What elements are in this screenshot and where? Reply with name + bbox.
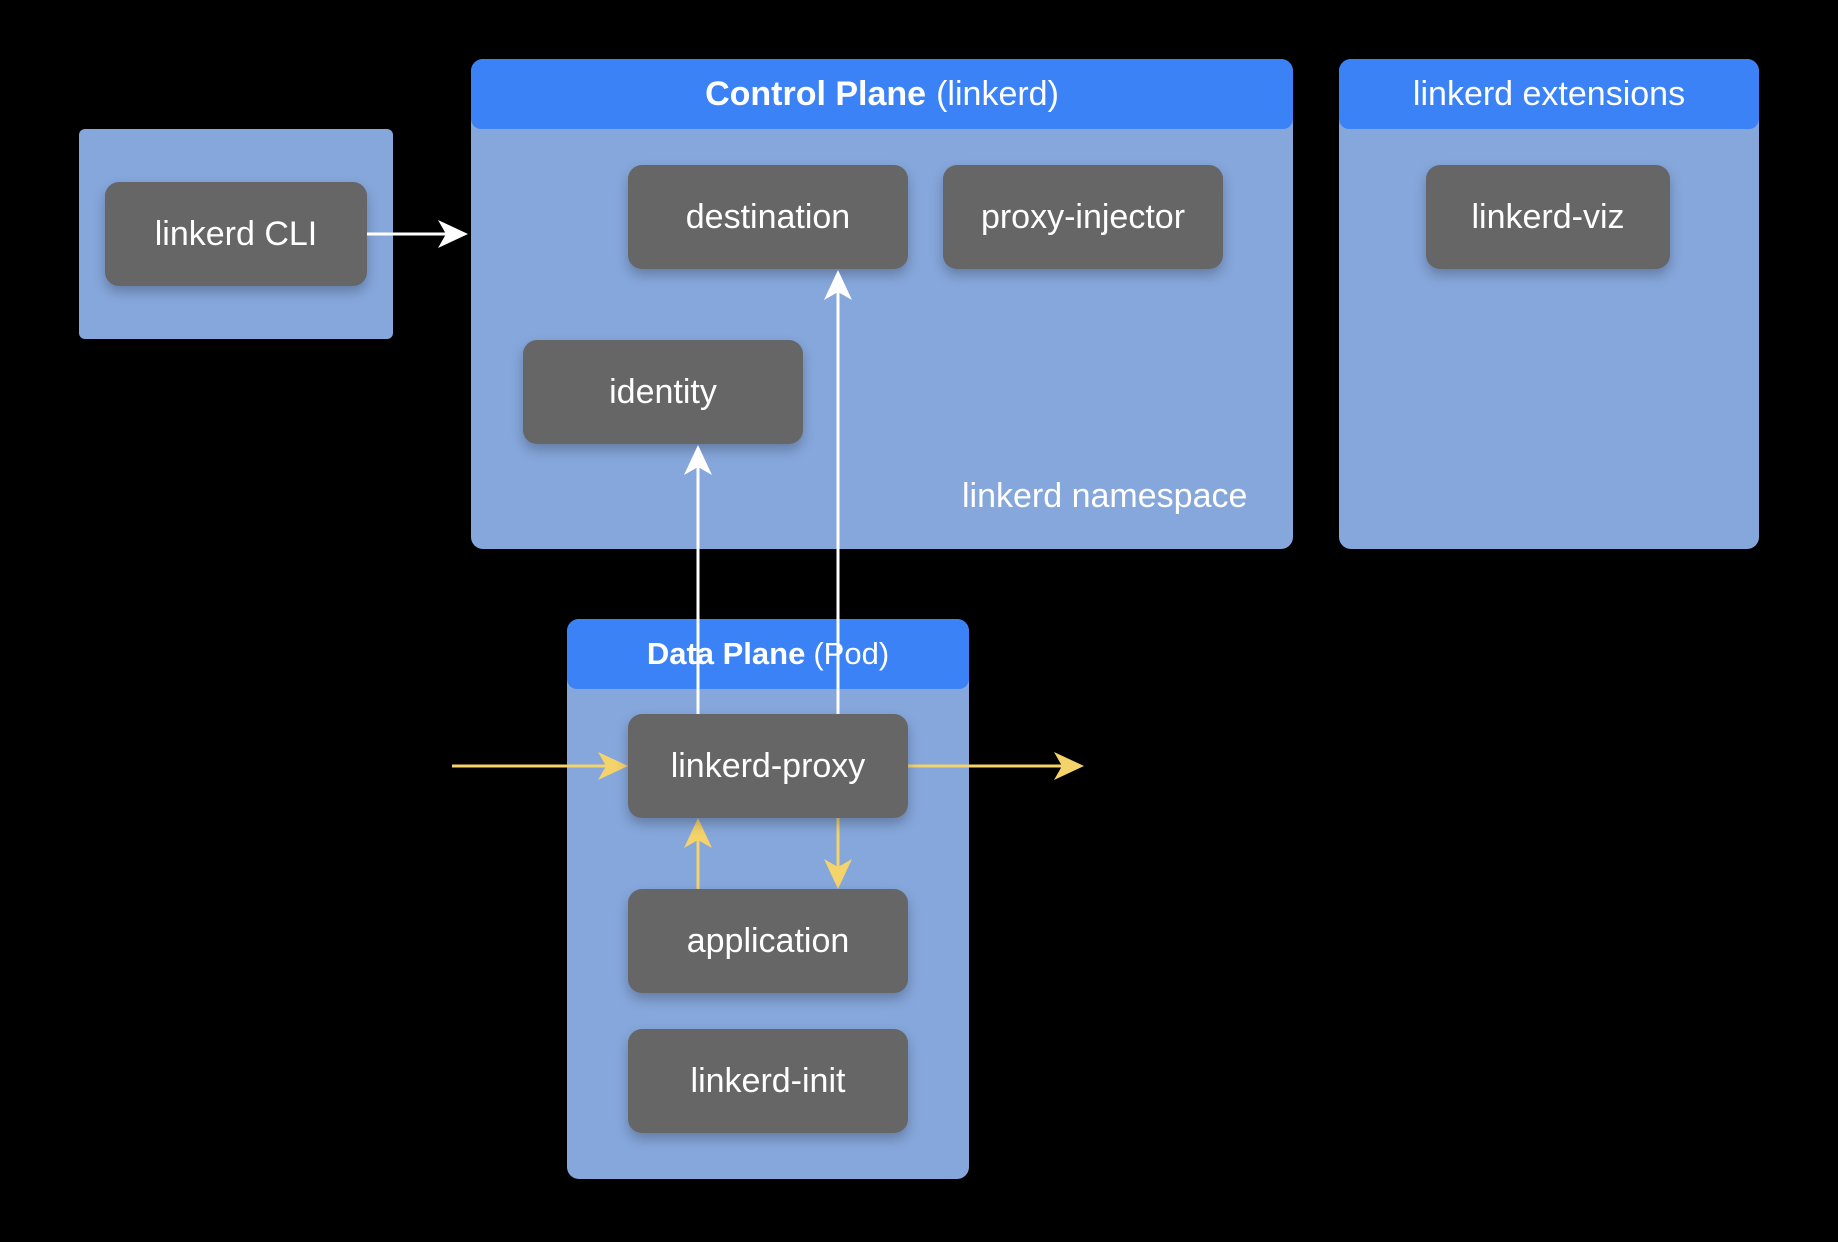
cli-to-control-plane-arrowhead	[438, 220, 468, 248]
data-plane-subtitle: (Pod)	[813, 636, 890, 671]
linkerd-init-node[interactable]: linkerd-init	[628, 1029, 908, 1133]
data-plane-header: Data Plane (Pod)	[567, 619, 969, 689]
extensions-header: linkerd extensions	[1339, 59, 1759, 129]
namespace-label: linkerd namespace	[962, 477, 1248, 515]
extensions-title: linkerd extensions	[1412, 74, 1686, 113]
proxy-injector-node[interactable]: proxy-injector	[943, 165, 1223, 269]
identity-node[interactable]: identity	[523, 340, 803, 444]
control-plane-subtitle: (linkerd)	[936, 74, 1059, 113]
outbound-traffic-arrowhead	[1054, 752, 1084, 780]
data-plane-title: Data Plane	[646, 636, 806, 671]
linkerd-cli-node[interactable]: linkerd CLI	[105, 182, 367, 286]
control-plane-panel: Control Plane (linkerd) linkerd namespac…	[471, 59, 1293, 549]
control-plane-header: Control Plane (linkerd)	[471, 59, 1293, 129]
application-node[interactable]: application	[628, 889, 908, 993]
linkerd-proxy-node[interactable]: linkerd-proxy	[628, 714, 908, 818]
destination-node[interactable]: destination	[628, 165, 908, 269]
control-plane-title: Control Plane	[705, 74, 927, 113]
linkerd-viz-node[interactable]: linkerd-viz	[1426, 165, 1670, 269]
extensions-panel: linkerd extensions	[1339, 59, 1759, 549]
